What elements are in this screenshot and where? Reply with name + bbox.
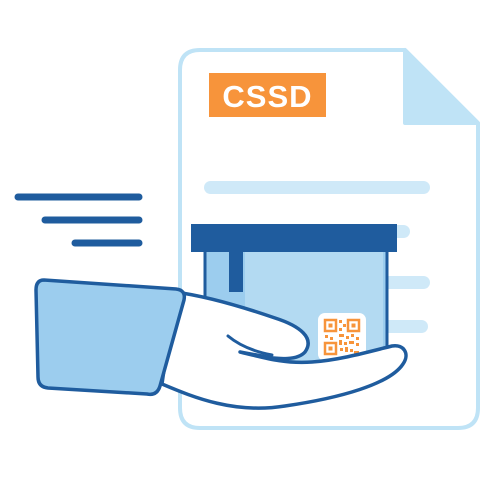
- box-tape: [229, 250, 243, 292]
- hand-cuff: [34, 278, 187, 397]
- hand-palm: [160, 290, 408, 410]
- document-label: CSSD: [209, 73, 326, 117]
- box-lid: [191, 224, 397, 252]
- document-label-bg: [209, 73, 326, 117]
- hand-thumb-crease: [226, 334, 274, 357]
- document-label-text: CSSD: [222, 79, 312, 114]
- qr-code-icon: [318, 313, 366, 361]
- qr-modules: [323, 318, 361, 356]
- speed-lines-icon: [14, 193, 143, 247]
- hand-icon: [34, 278, 408, 410]
- document-fold: [403, 48, 480, 125]
- document-line-1: [204, 181, 430, 194]
